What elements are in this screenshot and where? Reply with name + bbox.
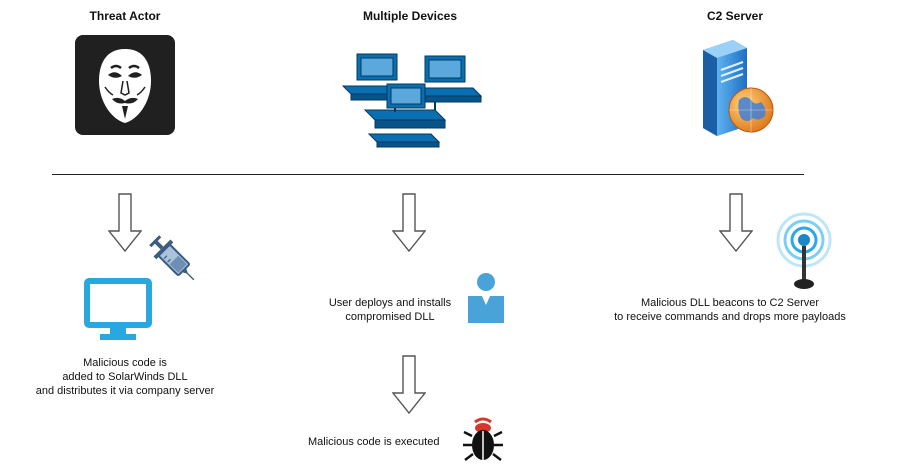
caption-line: Malicious DLL beacons to C2 Server — [640, 297, 820, 309]
timeline-divider — [52, 174, 804, 175]
caption-line: to receive commands and drops more paylo… — [614, 311, 846, 323]
caption-line: User deploys and installs — [328, 297, 452, 309]
caption-line: compromised DLL — [345, 311, 435, 323]
caption-malicious-code-executed: Malicious code is executed — [308, 436, 440, 448]
syringe-icon — [146, 232, 202, 288]
down-arrow-threat-actor — [108, 193, 142, 253]
column-heading-c2-server: C2 Server — [706, 9, 764, 23]
caption-c2-server: Malicious DLL beacons to C2 Server to re… — [600, 296, 860, 324]
anonymous-mask-icon — [75, 35, 175, 135]
web-server-icon — [695, 38, 775, 138]
column-heading-multiple-devices: Multiple Devices — [362, 9, 458, 23]
wireless-beacon-icon — [776, 212, 832, 292]
caption-line: added to SolarWinds DLL — [62, 371, 188, 383]
monitor-icon — [84, 278, 152, 342]
down-arrow-multiple-devices — [392, 193, 426, 253]
user-icon — [466, 272, 506, 324]
bug-icon — [463, 416, 503, 464]
caption-line: Malicious code is — [83, 357, 167, 369]
caption-multiple-devices: User deploys and installs compromised DL… — [305, 296, 475, 324]
caption-threat-actor: Malicious code is added to SolarWinds DL… — [0, 356, 250, 398]
caption-line: and distributes it via company server — [35, 385, 215, 397]
down-arrow-c2-server — [719, 193, 753, 253]
down-arrow-execution — [392, 355, 426, 415]
column-heading-threat-actor: Threat Actor — [89, 9, 161, 23]
networked-computers-icon — [335, 50, 490, 148]
